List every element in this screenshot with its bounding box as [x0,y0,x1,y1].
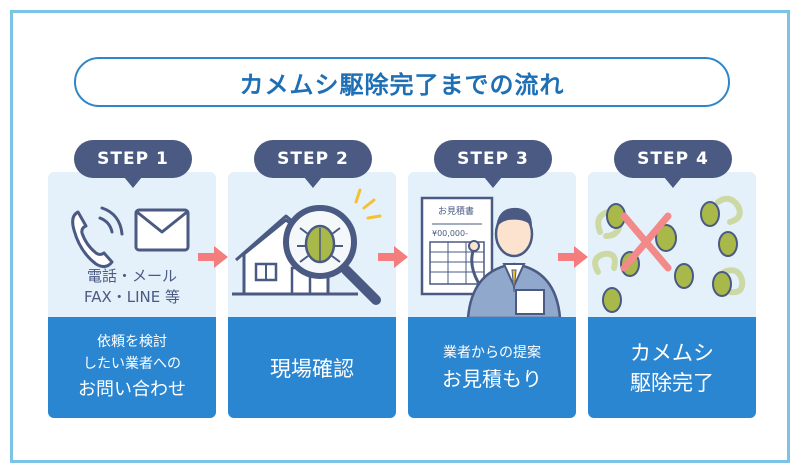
mail-icon [134,208,190,252]
estimate-doc-amount: ¥00,000- [432,229,468,238]
magnifier-icon [283,205,381,305]
step-badge-1: STEP 1 [74,140,192,188]
step-2-description: 現場確認 [228,317,396,418]
arrow-right-icon [198,246,228,268]
step-badge-4: STEP 4 [614,140,732,188]
step-card-1: 電話・メール FAX・LINE 等 依頼を検討 したい業者への お問い合わせ [48,172,216,418]
estimate-document-icon: お見積書 ¥00,000- [420,196,494,296]
staff-person-icon [466,207,562,318]
step-badge-3: STEP 3 [434,140,552,188]
step-badge-2: STEP 2 [254,140,372,188]
arrow-right-icon [558,246,588,268]
step-card-4: カメムシ 駆除完了 [588,172,756,418]
stink-bugs-group [602,201,738,313]
stink-bug-icon [297,224,343,264]
inspection-illustration [232,188,382,305]
page-title: カメムシ駆除完了までの流れ [74,57,730,107]
step-4-description: カメムシ 駆除完了 [588,317,756,418]
step-1-description: 依頼を検討 したい業者への お問い合わせ [48,317,216,418]
extermination-illustration [592,195,746,313]
step-card-2: 現場確認 [228,172,396,418]
cross-mark-icon [620,212,672,272]
step-3-description: 業者からの提案 お見積もり [408,317,576,418]
contact-illustration [71,206,190,269]
phone-icon [71,206,124,269]
sparkle-icon [354,188,382,220]
contact-methods: 電話・メール FAX・LINE 等 [83,267,181,306]
estimate-illustration: お見積書 ¥00,000- [420,196,562,318]
estimate-doc-title: お見積書 [438,205,474,217]
smell-cloud-icon [592,195,746,296]
arrow-right-icon [378,246,408,268]
step-card-3: お見積書 ¥00,000- 業者からの提案 お見積もり [408,172,576,418]
